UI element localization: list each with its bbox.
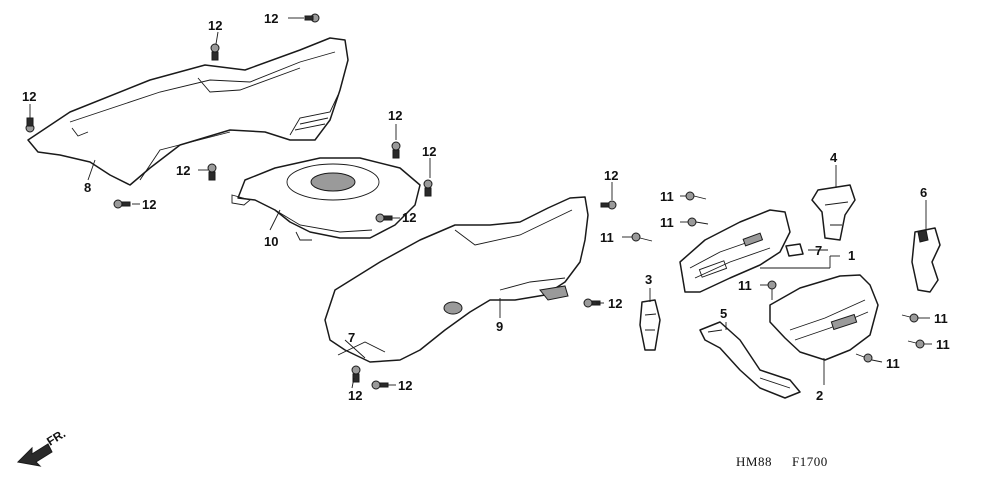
part-4-stay (811, 184, 856, 241)
callout-12: 12 (402, 210, 416, 225)
part-1-cover-plate (679, 209, 791, 293)
part-7-clip (785, 243, 804, 257)
callout-12: 12 (398, 378, 412, 393)
callout-7: 7 (348, 330, 355, 345)
callout-2: 2 (816, 388, 823, 403)
callout-4: 4 (830, 150, 838, 165)
callout-11: 11 (886, 356, 900, 371)
leader-lines (29, 17, 932, 389)
callout-8: 8 (84, 180, 91, 195)
callout-7: 7 (815, 243, 822, 258)
part-2-lower-cover (769, 274, 879, 361)
callout-12: 12 (208, 18, 222, 33)
part-6-stay (911, 227, 941, 293)
callout-12: 12 (264, 11, 278, 26)
front-direction-indicator: FR. (16, 426, 68, 467)
part-10-center-cover (231, 157, 421, 241)
callout-12: 12 (348, 388, 362, 403)
callout-12: 12 (142, 197, 156, 212)
part-8-side-cover (27, 37, 349, 186)
callout-9: 9 (496, 319, 503, 334)
callout-labels: 12 12 12 8 12 12 12 12 12 10 12 12 9 12 … (22, 11, 950, 403)
callout-3: 3 (645, 272, 652, 287)
part-5-stay (699, 321, 801, 399)
callout-12: 12 (608, 296, 622, 311)
callout-12: 12 (388, 108, 402, 123)
callout-11: 11 (738, 278, 752, 293)
callout-11: 11 (934, 311, 948, 326)
callout-1: 1 (848, 248, 855, 263)
callout-11: 11 (600, 230, 614, 245)
figure-code: F1700 (792, 454, 828, 469)
callout-11: 11 (660, 215, 674, 230)
model-code: HM88 (736, 454, 772, 469)
part-9-long-cover (324, 196, 589, 363)
callout-6: 6 (920, 185, 927, 200)
fasteners (25, 13, 925, 390)
callout-12: 12 (422, 144, 436, 159)
part-3-bracket (639, 299, 661, 351)
callout-5: 5 (720, 306, 727, 321)
direction-arrow-icon (16, 443, 53, 467)
callout-11: 11 (660, 189, 674, 204)
callout-12: 12 (22, 89, 36, 104)
callout-12: 12 (604, 168, 618, 183)
callout-12: 12 (176, 163, 190, 178)
callout-11: 11 (936, 337, 950, 352)
callout-10: 10 (264, 234, 278, 249)
